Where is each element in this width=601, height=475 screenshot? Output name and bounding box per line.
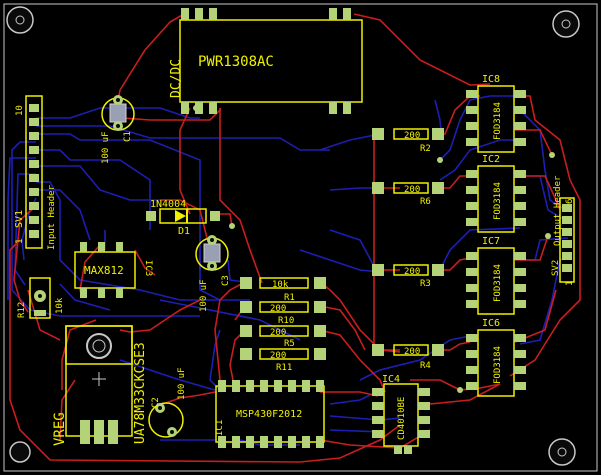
r3-name-label: R3 (420, 279, 431, 289)
r2-name-label: R2 (420, 144, 431, 154)
ic3-max812: MAX812 IC3 (74, 242, 153, 298)
dcdc-value-label: PWR1308AC (198, 54, 274, 70)
dcdc-name-label: DC/DC (169, 59, 184, 98)
ic6-name-label: IC6 (482, 318, 500, 329)
resistor-r5: 200 R5 (240, 325, 326, 349)
r10-name-label: R10 (278, 316, 294, 326)
r3-value-label: 200 (404, 267, 420, 277)
ic8-value-label: FOD3184 (493, 102, 503, 140)
d1-value-label: 1N4004 (150, 199, 186, 210)
vreg-name-label: VREG (52, 412, 68, 446)
sv1-pin-first-label: 1 (15, 239, 25, 244)
capacitor-c2: C2 100 uF (148, 367, 187, 438)
r11-name-label: R11 (276, 363, 292, 373)
vias (193, 105, 555, 393)
sv1-value-label: Input Header (47, 184, 57, 250)
c2-name-label: C2 (151, 397, 161, 408)
d1-name-label: D1 (178, 226, 190, 237)
c2-value-label: 100 uF (177, 367, 187, 400)
resistor-r12: R12 10k (17, 277, 65, 319)
resistor-r4: 200 R4 (372, 344, 444, 371)
r5-name-label: R5 (284, 339, 295, 349)
ic4-name-label: IC4 (382, 374, 400, 385)
sv2-value-label: Output Header (553, 175, 563, 246)
sv1-pin-last-label: 10 (15, 105, 25, 116)
ic4-value-label: CD4010BE (397, 397, 407, 440)
r6-name-label: R6 (420, 197, 431, 207)
capacitor-c3: 100 uF C3 (195, 235, 231, 312)
ic2-name-label: IC2 (482, 154, 500, 165)
sv2-pin-first-label: 1 (565, 281, 575, 286)
sv2-name-label: SV2 (551, 260, 561, 276)
output-header-sv2: Output Header SV2 6 1 (551, 175, 575, 286)
r1-value-label: 10k (272, 280, 289, 290)
r11-value-label: 200 (270, 351, 286, 361)
ic3-value-label: MAX812 (84, 264, 124, 277)
voltage-regulator: VREG UA78M33CKCSE3 (52, 325, 148, 446)
ic1-name-label: IC1 (215, 420, 225, 436)
ic2-value-label: FOD3184 (493, 182, 503, 220)
ic7-fod3184: IC7 FOD3184 (466, 236, 526, 315)
ic8-name-label: IC8 (482, 74, 500, 85)
r12-value-label: 10k (55, 297, 65, 314)
resistor-r6: 200 R6 (372, 182, 444, 207)
ic8-fod3184: IC8 FOD3184 (466, 74, 526, 153)
resistor-r11: 200 R11 (240, 348, 326, 373)
ic2-fod3184: IC2 FOD3184 (466, 154, 526, 233)
ic7-name-label: IC7 (482, 236, 500, 247)
input-header-sv1: 10 1 SV1 Input Header (14, 95, 57, 250)
r4-value-label: 200 (404, 347, 420, 357)
ic6-fod3184: IC6 FOD3184 (466, 318, 526, 397)
ic3-name-label: IC3 (143, 260, 153, 276)
c3-value-label: 100 uF (199, 279, 209, 312)
r1-name-label: R1 (284, 293, 295, 303)
capacitor-c1: 100 uF C1 (101, 95, 135, 164)
resistor-r1: 10k R1 (240, 277, 326, 303)
r4-name-label: R4 (420, 361, 431, 371)
board-outline (3, 3, 598, 472)
r5-value-label: 200 (270, 328, 286, 338)
c1-value-label: 100 uF (101, 131, 111, 164)
mounting-holes (6, 6, 580, 466)
r10-value-label: 200 (270, 304, 286, 314)
diode-d1: 1N4004 D1 (146, 199, 220, 237)
ic6-value-label: FOD3184 (493, 346, 503, 384)
r2-value-label: 200 (404, 131, 420, 141)
sv1-name-label: SV1 (14, 210, 25, 228)
r6-value-label: 200 (404, 185, 420, 195)
ic7-value-label: FOD3184 (493, 264, 503, 302)
resistor-r3: 200 R3 (372, 264, 444, 289)
vreg-value-label: UA78M33CKCSE3 (133, 342, 148, 444)
ic1-value-label: MSP430F2012 (236, 409, 302, 420)
sv2-pin-last-label: 6 (565, 199, 575, 204)
resistor-r2: 200 R2 (372, 128, 444, 154)
ic4-cd4010be: IC4 CD4010BE (372, 374, 430, 454)
resistor-r10: 200 R10 (240, 301, 326, 326)
c1-name-label: C1 (123, 131, 133, 142)
ic1-msp430: MSP430F2012 IC1 (215, 380, 325, 448)
r12-name-label: R12 (17, 302, 27, 318)
c3-name-label: C3 (221, 275, 231, 286)
dcdc-converter: DC/DC PWR1308AC (169, 8, 363, 114)
